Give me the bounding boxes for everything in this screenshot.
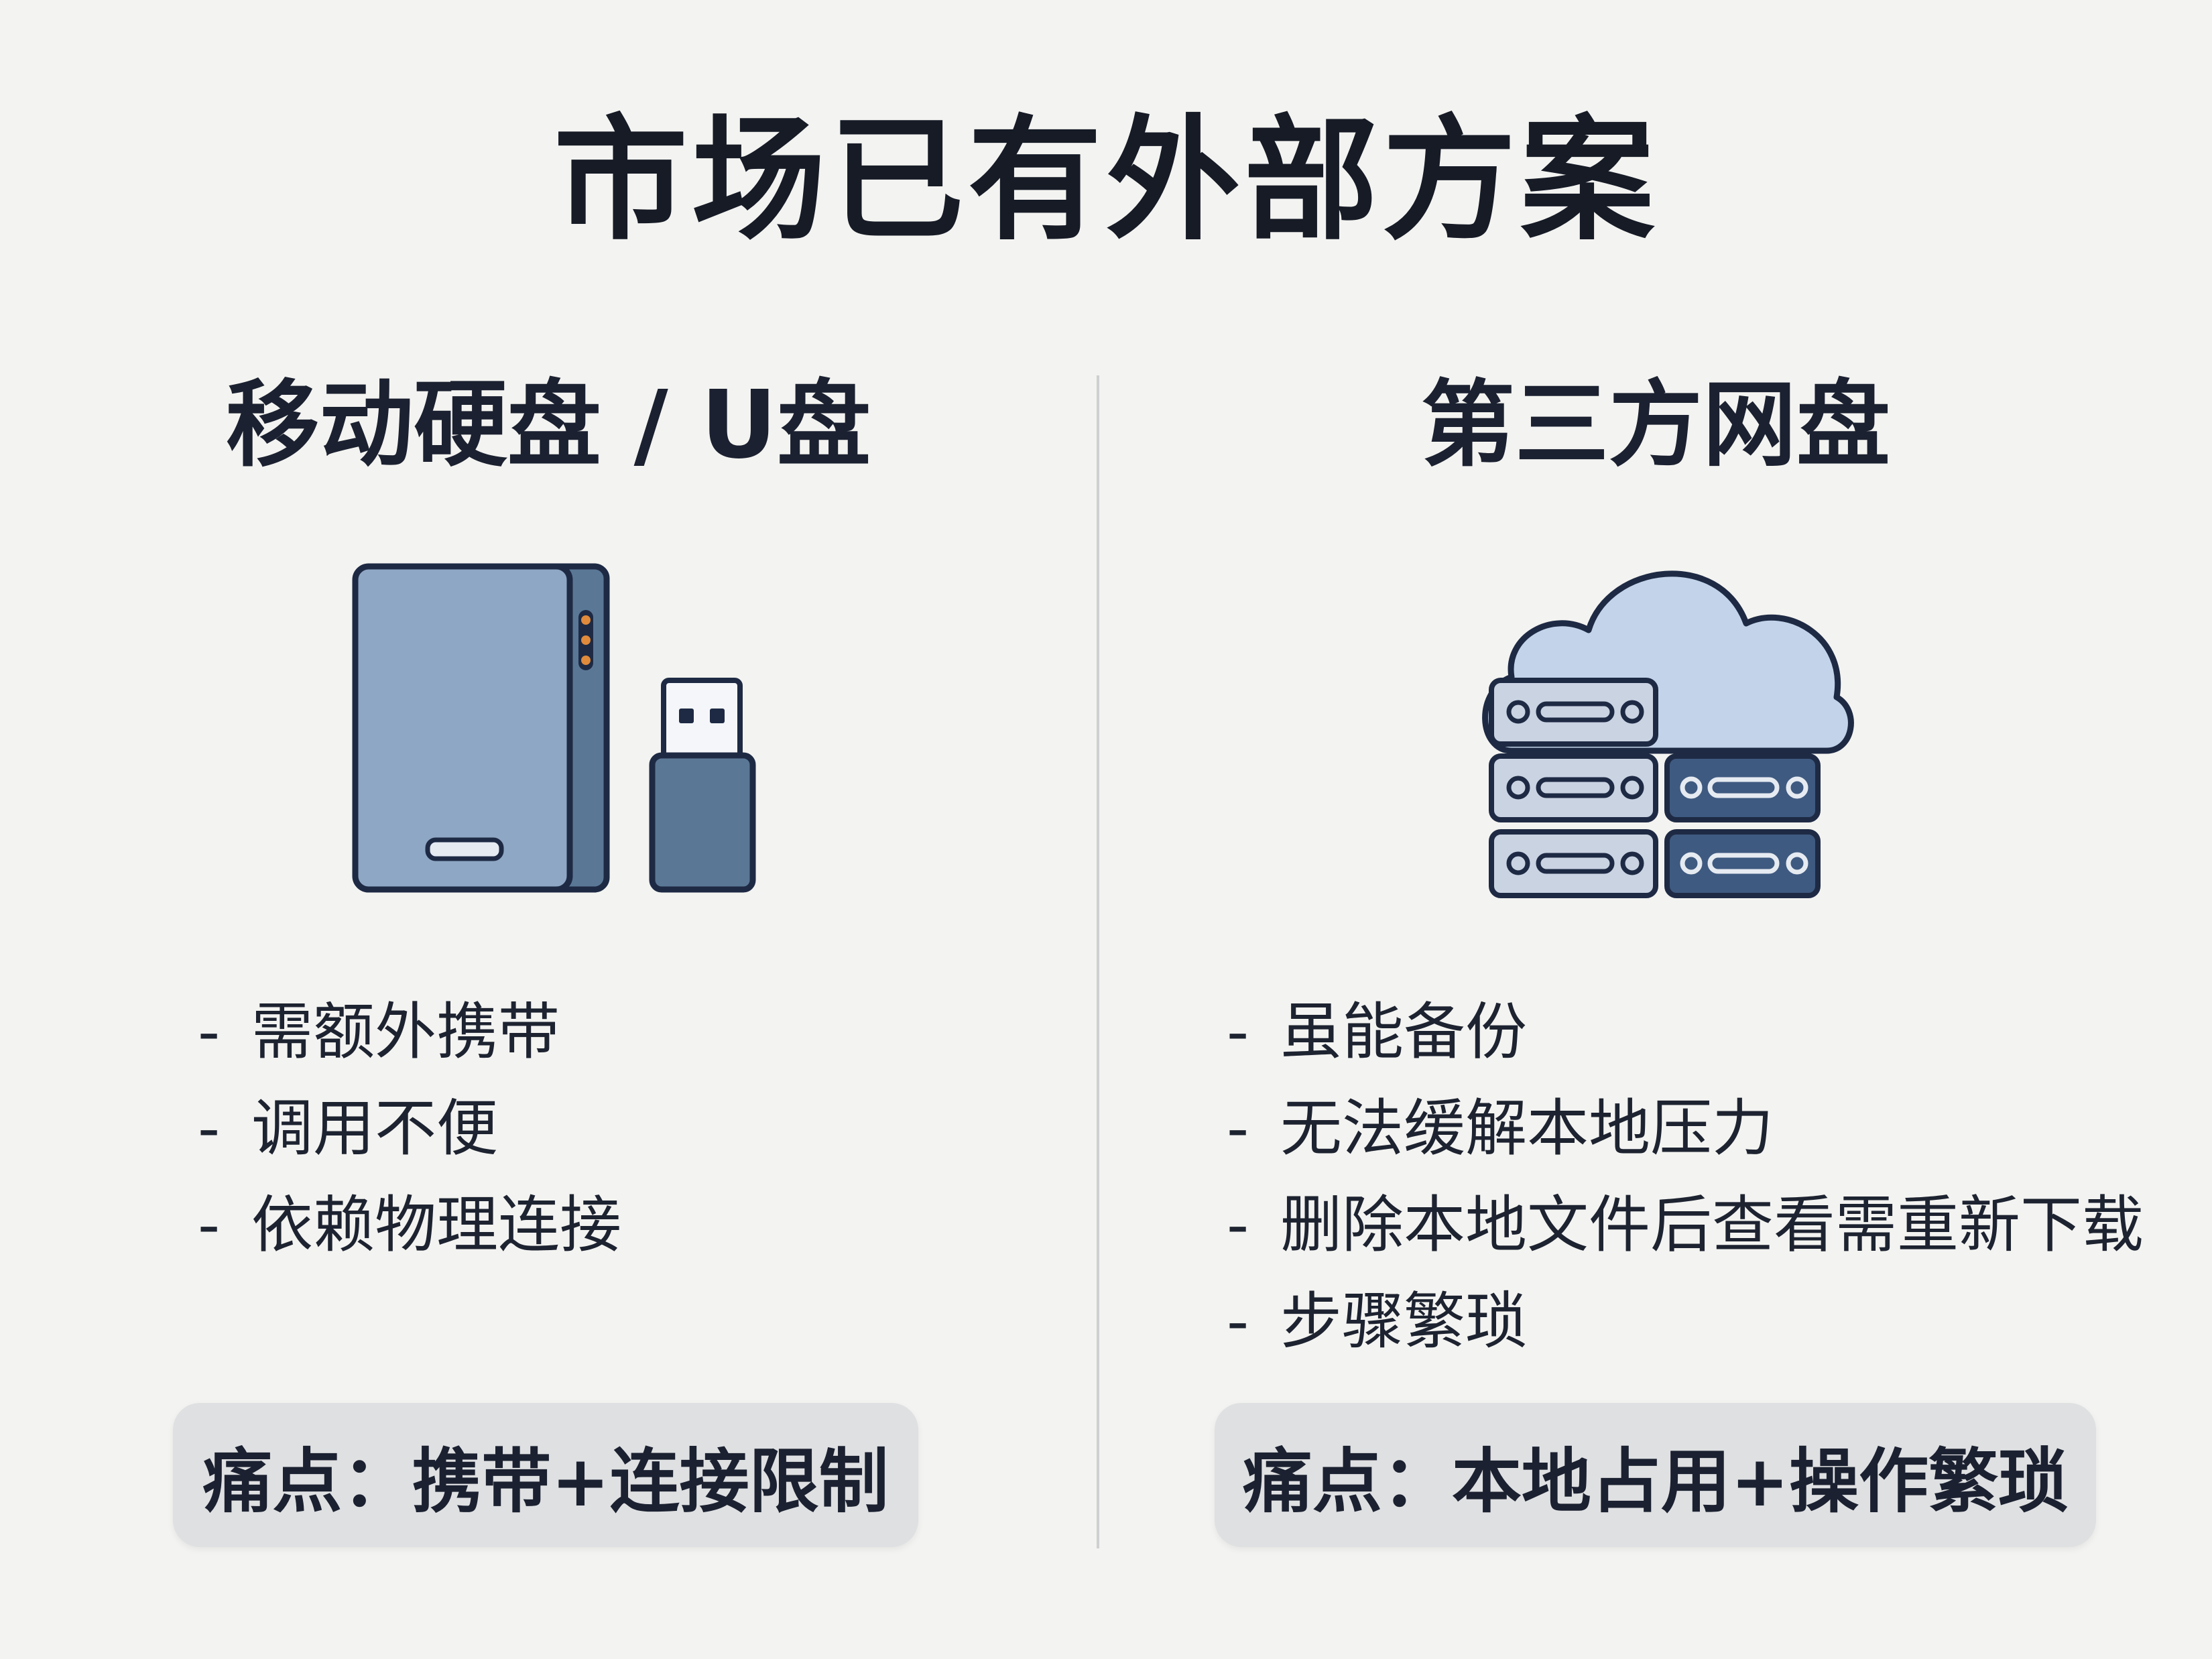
cloud-drive-heading: 第三方网盘 bbox=[1420, 371, 1890, 480]
bullet-text: 依赖物理连接 bbox=[251, 1189, 622, 1261]
list-item: -删除本地文件后查看需重新下载 bbox=[1227, 1177, 2144, 1274]
bullet-dash: - bbox=[198, 1093, 221, 1164]
bullet-text: 需额外携带 bbox=[251, 996, 560, 1068]
server-stack-light bbox=[1489, 678, 1658, 898]
column-divider bbox=[1097, 375, 1099, 1548]
external-hard-drive-icon bbox=[352, 563, 610, 893]
external-drive-heading: 移动硬盘 / U盘 bbox=[225, 371, 871, 480]
bullet-text: 步骤繁琐 bbox=[1280, 1286, 1528, 1357]
bullet-dash: - bbox=[198, 996, 221, 1068]
list-item: -依赖物理连接 bbox=[198, 1177, 621, 1274]
bullet-dash: - bbox=[1227, 1093, 1249, 1164]
storage-devices-illustration bbox=[352, 563, 756, 893]
list-item: -虽能备份 bbox=[1227, 984, 2144, 1081]
cloud-server-illustration bbox=[1482, 570, 1854, 898]
server-stack-dark bbox=[1664, 753, 1821, 898]
usb-flash-drive-icon bbox=[649, 678, 756, 893]
cloud-drive-pain-point: 痛点：本地占用+操作繁琐 bbox=[1215, 1403, 2096, 1547]
cloud-drive-drawbacks: -虽能备份 -无法缓解本地压力 -删除本地文件后查看需重新下载 -步骤繁琐 bbox=[1227, 984, 2144, 1370]
external-drive-drawbacks: -需额外携带 -调用不便 -依赖物理连接 bbox=[198, 984, 621, 1274]
list-item: -需额外携带 bbox=[198, 984, 621, 1081]
bullet-text: 删除本地文件后查看需重新下载 bbox=[1280, 1189, 2144, 1261]
page-title: 市场已有外部方案 bbox=[553, 103, 1658, 259]
cloud-drive-column: 第三方网盘 bbox=[1099, 0, 2212, 1659]
cloud-server-icon bbox=[1482, 570, 1854, 898]
bullet-text: 无法缓解本地压力 bbox=[1280, 1093, 1774, 1164]
bullet-text: 调用不便 bbox=[251, 1093, 499, 1164]
external-drive-column: 移动硬盘 / U盘 -需额外携带 -调用不便 - bbox=[0, 0, 1097, 1659]
bullet-dash: - bbox=[1227, 1286, 1249, 1357]
bullet-dash: - bbox=[1227, 996, 1249, 1068]
list-item: -步骤繁琐 bbox=[1227, 1274, 2144, 1370]
external-drive-pain-point: 痛点：携带+连接限制 bbox=[173, 1403, 918, 1547]
list-item: -无法缓解本地压力 bbox=[1227, 1081, 2144, 1177]
bullet-dash: - bbox=[1227, 1189, 1249, 1261]
bullet-dash: - bbox=[198, 1189, 221, 1261]
list-item: -调用不便 bbox=[198, 1081, 621, 1177]
bullet-text: 虽能备份 bbox=[1280, 996, 1528, 1068]
